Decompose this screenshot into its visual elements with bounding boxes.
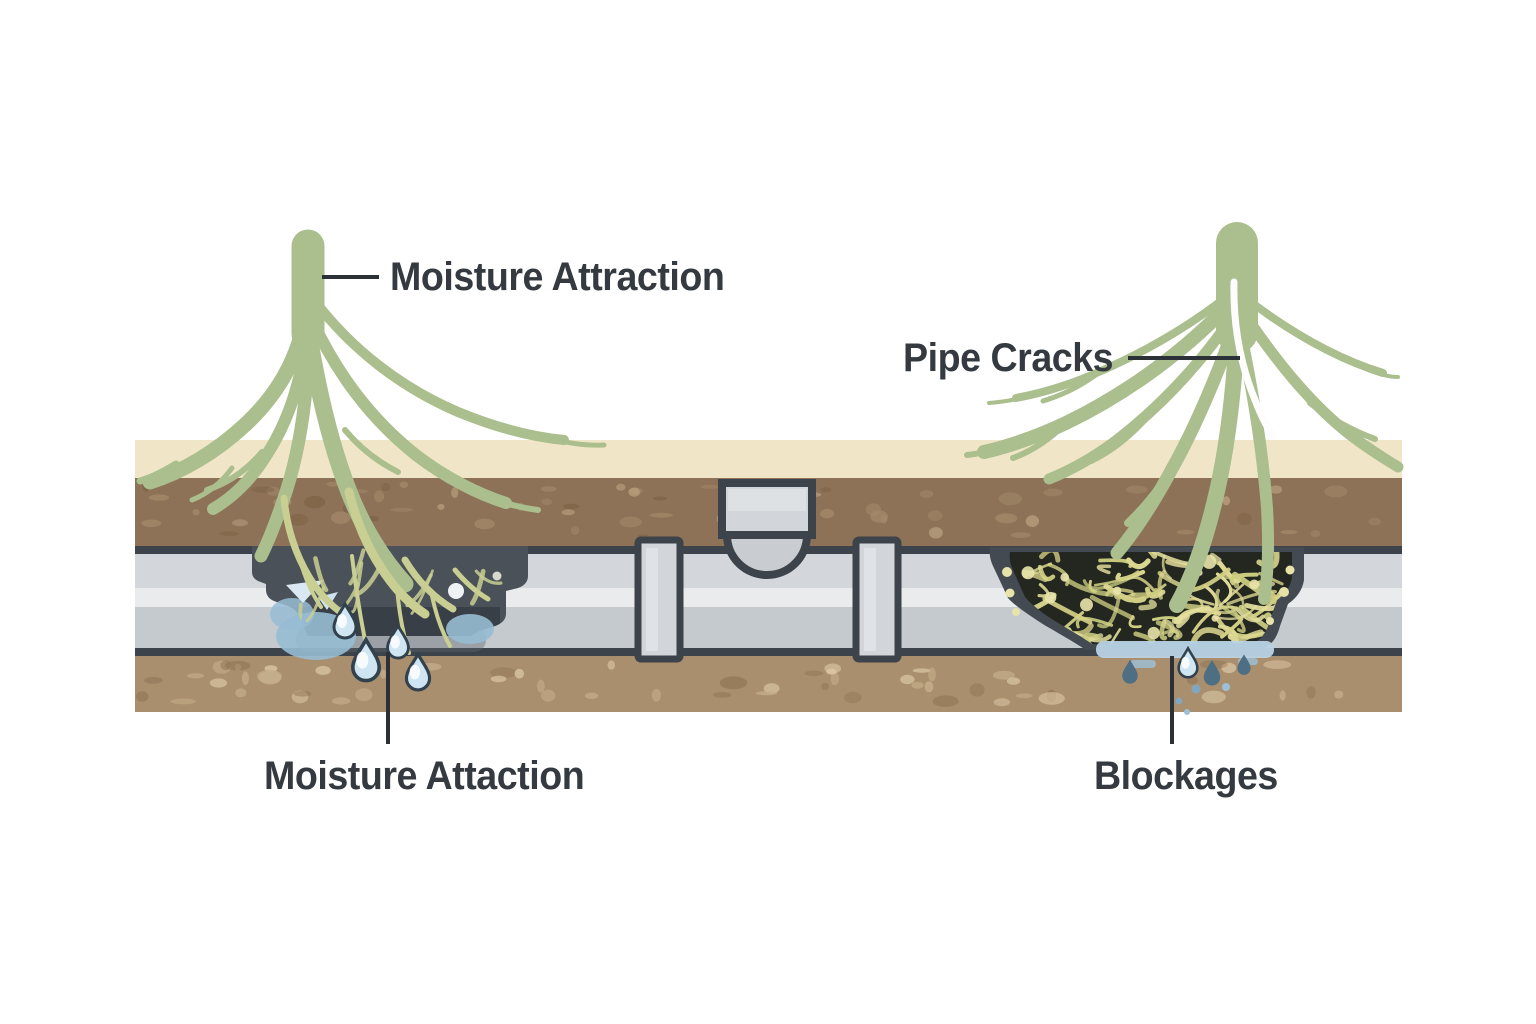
leader-lines [322,275,1240,744]
label-moisture-attaction: Moisture Attaction [264,754,585,798]
label-moisture-attraction: Moisture Attraction [390,255,725,299]
pipe-break-left [252,546,528,660]
topsoil-speckles [141,479,1381,545]
water-stain [446,614,494,644]
pipe-bottom-edge [135,648,1402,656]
pipe-fittings [634,479,902,663]
label-pipe-cracks: Pipe Cracks [903,336,1114,380]
cleanout-dome [722,531,812,579]
leak-streak [1096,641,1274,658]
pipe-blockage-right [989,547,1304,668]
label-blockages: Blockages [1094,754,1278,798]
water-droplets-right [1122,648,1250,715]
blockage-dots [1002,565,1295,625]
subsoil-speckles [135,660,1344,707]
pipe-coupling-right [852,536,902,663]
right-tree-roots [964,222,1404,613]
pipe-coupling-left [634,536,684,663]
water-stain [270,598,314,630]
